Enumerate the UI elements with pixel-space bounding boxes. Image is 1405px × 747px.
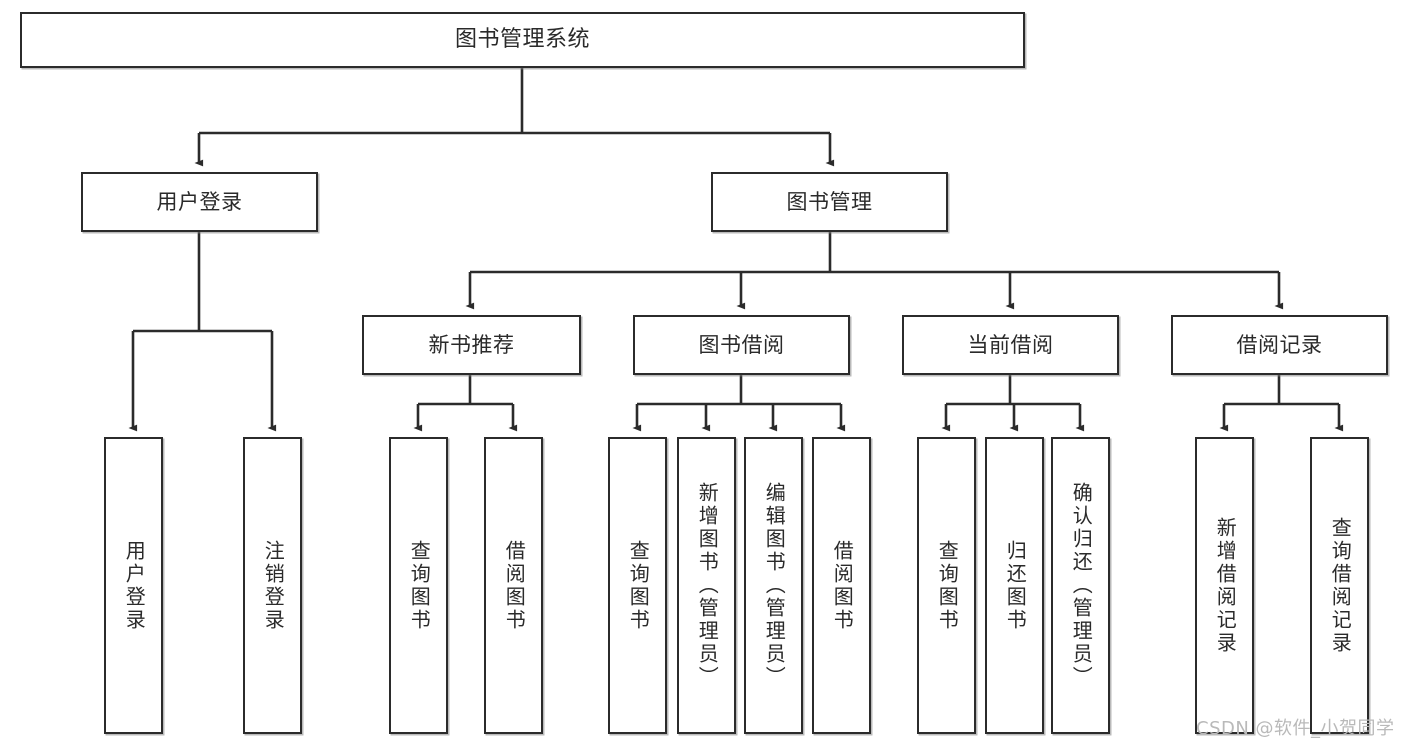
node-leaf-edit-book[interactable]: 编辑图书（管理员） xyxy=(744,437,803,734)
node-leaf-query-book-1[interactable]: 查询图书 xyxy=(389,437,448,734)
node-root[interactable]: 图书管理系统 xyxy=(20,12,1025,68)
node-leaf-query-book-3[interactable]: 查询图书 xyxy=(917,437,976,734)
node-root-label: 图书管理系统 xyxy=(454,27,590,53)
node-leaf-return-book[interactable]: 归还图书 xyxy=(985,437,1044,734)
node-leaf-logout-label: 注销登录 xyxy=(261,539,286,632)
node-leaf-logout[interactable]: 注销登录 xyxy=(243,437,302,734)
node-borrow-record-label: 借阅记录 xyxy=(1236,332,1323,357)
node-leaf-return-book-label: 归还图书 xyxy=(1003,539,1028,632)
node-new-book-rec[interactable]: 新书推荐 xyxy=(362,315,581,375)
node-leaf-query-record[interactable]: 查询借阅记录 xyxy=(1310,437,1369,734)
node-user-login-label: 用户登录 xyxy=(156,189,243,214)
node-leaf-add-record-label: 新增借阅记录 xyxy=(1213,516,1238,655)
node-leaf-query-record-label: 查询借阅记录 xyxy=(1328,516,1353,655)
node-book-borrow-label: 图书借阅 xyxy=(698,332,785,357)
node-current-borrow-label: 当前借阅 xyxy=(967,332,1054,357)
node-book-manage[interactable]: 图书管理 xyxy=(711,172,948,232)
node-leaf-user-login-label: 用户登录 xyxy=(122,539,147,632)
node-leaf-borrow-book-1-label: 借阅图书 xyxy=(502,539,527,632)
node-borrow-record[interactable]: 借阅记录 xyxy=(1171,315,1388,375)
node-leaf-borrow-book-2[interactable]: 借阅图书 xyxy=(812,437,871,734)
node-current-borrow[interactable]: 当前借阅 xyxy=(902,315,1119,375)
node-leaf-add-book[interactable]: 新增图书（管理员） xyxy=(677,437,736,734)
node-leaf-add-record[interactable]: 新增借阅记录 xyxy=(1195,437,1254,734)
node-leaf-add-book-label: 新增图书（管理员） xyxy=(695,482,720,689)
node-leaf-query-book-1-label: 查询图书 xyxy=(407,539,432,632)
node-leaf-confirm-return[interactable]: 确认归还（管理员） xyxy=(1051,437,1110,734)
node-leaf-query-book-2-label: 查询图书 xyxy=(626,539,651,632)
node-book-manage-label: 图书管理 xyxy=(786,189,873,214)
node-leaf-borrow-book-1[interactable]: 借阅图书 xyxy=(484,437,543,734)
node-leaf-query-book-2[interactable]: 查询图书 xyxy=(608,437,667,734)
node-book-borrow[interactable]: 图书借阅 xyxy=(633,315,850,375)
node-user-login[interactable]: 用户登录 xyxy=(81,172,318,232)
node-leaf-confirm-return-label: 确认归还（管理员） xyxy=(1069,482,1094,689)
node-leaf-query-book-3-label: 查询图书 xyxy=(935,539,960,632)
node-leaf-borrow-book-2-label: 借阅图书 xyxy=(830,539,855,632)
node-leaf-edit-book-label: 编辑图书（管理员） xyxy=(762,482,787,689)
node-leaf-user-login[interactable]: 用户登录 xyxy=(104,437,163,734)
node-new-book-rec-label: 新书推荐 xyxy=(428,332,515,357)
